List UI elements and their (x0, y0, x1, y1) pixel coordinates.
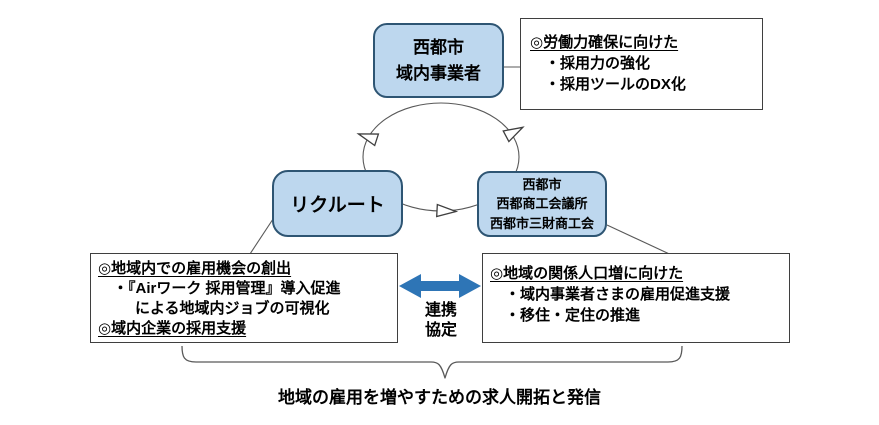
cycle-arrowhead-left-icon (356, 133, 380, 147)
note-workforce-securing: ◎労働力確保に向けた ・採用力の強化 ・採用ツールのDX化 (520, 18, 763, 110)
double-headed-arrow-icon (399, 274, 481, 298)
note-city-heading: ◎地域の関係人口増に向けた (490, 265, 684, 282)
node-saito-city-line2: 西都商工会議所 (496, 196, 588, 212)
cycle-arrowhead-bottom-icon (436, 203, 459, 218)
node-recruit: リクルート (272, 170, 403, 237)
note-workforce-heading: ◎労働力確保に向けた (530, 34, 679, 51)
note-workforce-bullet2: ・採用ツールのDX化 (545, 76, 686, 93)
cycle-arrowhead-right-icon (502, 126, 525, 143)
note-city-bullet1: ・域内事業者さまの雇用促進支援 (505, 286, 731, 303)
note-recruit-bullet1: ・『Airワーク 採用管理』導入促進 (113, 280, 341, 297)
curly-brace-icon (181, 345, 683, 379)
node-saito-city-group: 西都市 西都商工会議所 西都市三財商工会 (477, 171, 607, 237)
node-saito-businesses: 西都市 域内事業者 (373, 23, 504, 98)
note-recruit-heading2: ◎域内企業の採用支援 (98, 320, 247, 337)
note-recruit-bullet1-cont: による地域内ジョブの可視化 (135, 300, 330, 317)
note-workforce-bullet1: ・採用力の強化 (545, 55, 651, 72)
note-recruit-initiatives: ◎地域内での雇用機会の創出 ・『Airワーク 採用管理』導入促進 による地域内ジ… (90, 253, 398, 343)
note-recruit-heading1: ◎地域内での雇用機会の創出 (98, 260, 292, 277)
partnership-line1: 連携 (424, 302, 457, 319)
partnership-line2: 協定 (424, 322, 457, 339)
partnership-agreement-label: 連携 協定 (404, 301, 478, 341)
node-saito-businesses-line1: 西都市 (413, 38, 464, 57)
connector-city-to-note (606, 224, 679, 259)
note-city-initiatives: ◎地域の関係人口増に向けた ・域内事業者さまの雇用促進支援 ・移住・定住の推進 (482, 253, 790, 343)
node-saito-city-line3: 西都市三財商工会 (489, 215, 594, 231)
note-city-bullet2: ・移住・定住の推進 (505, 307, 641, 324)
node-saito-businesses-line2: 域内事業者 (396, 63, 481, 83)
node-saito-city-line1: 西都市 (522, 176, 562, 192)
diagram-caption: 地域の雇用を増やすための求人開拓と発信 (278, 388, 601, 407)
node-recruit-label: リクルート (290, 195, 385, 216)
